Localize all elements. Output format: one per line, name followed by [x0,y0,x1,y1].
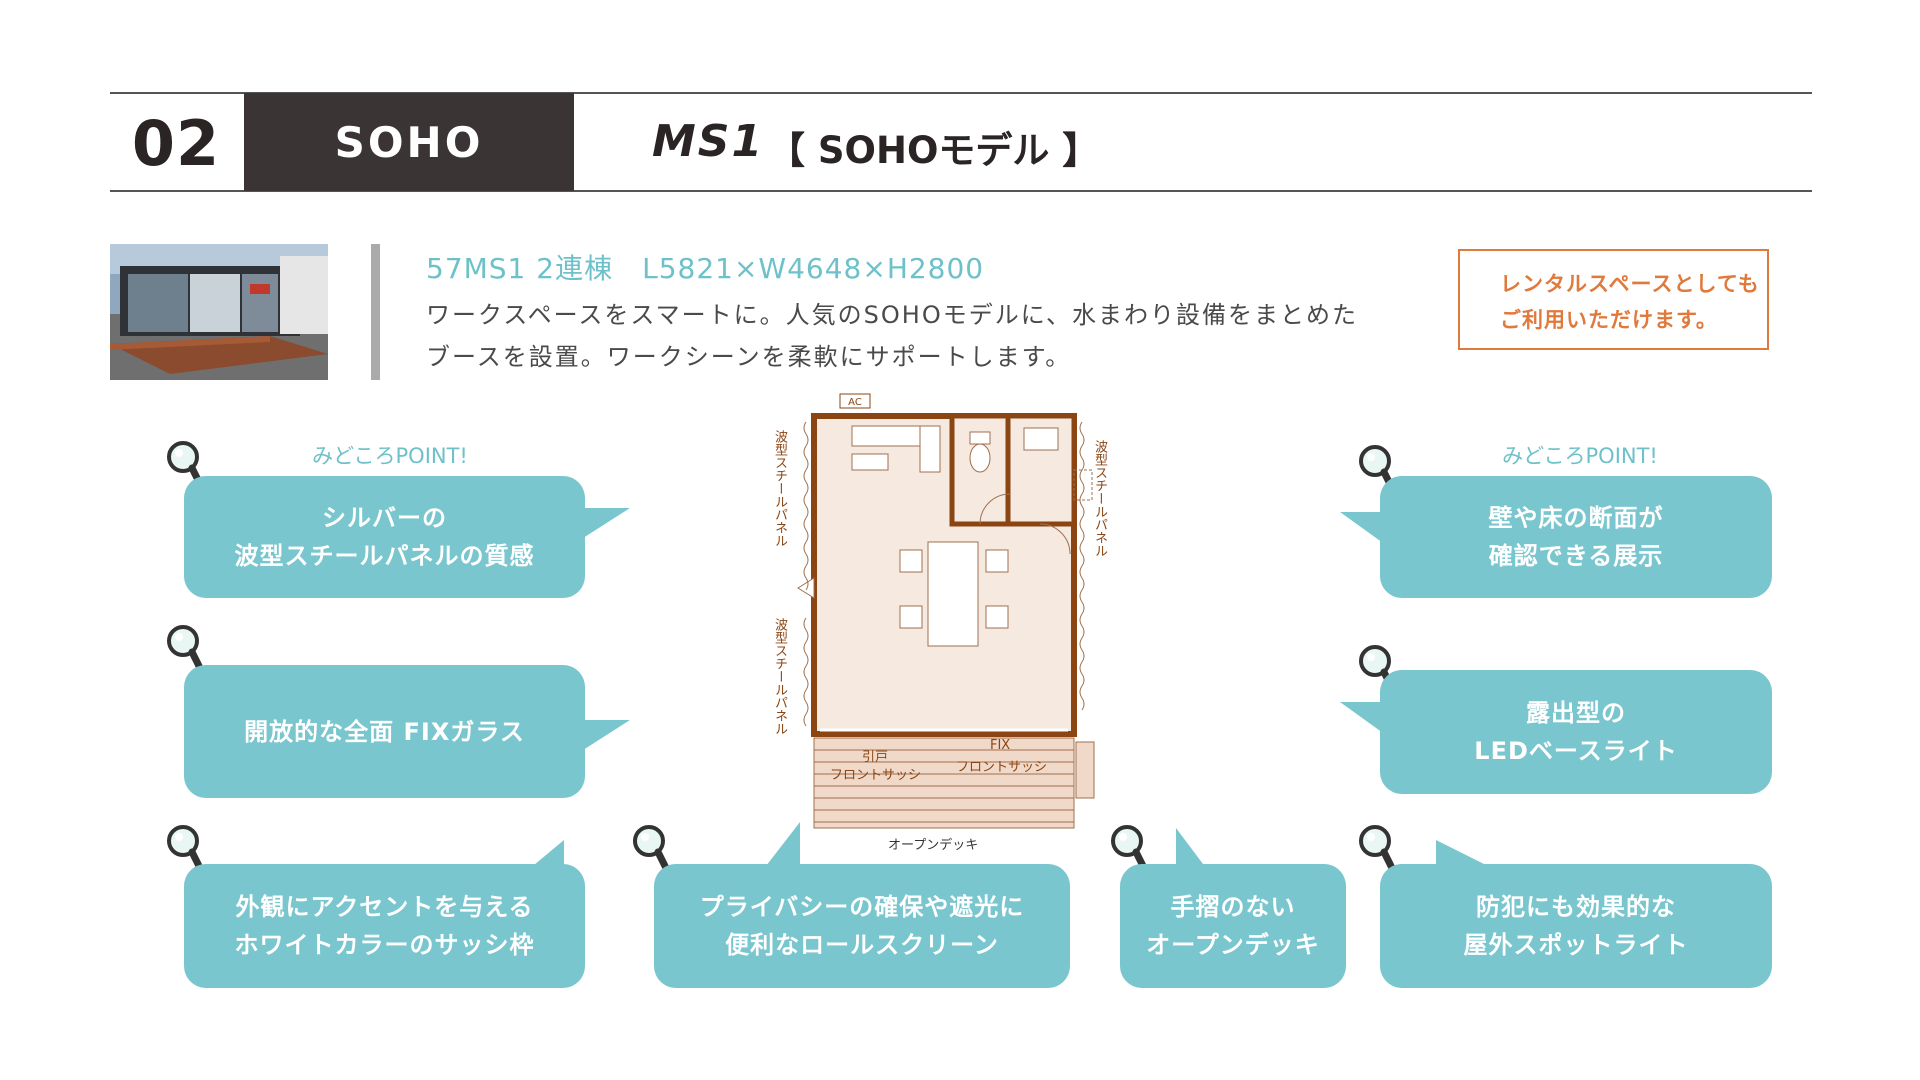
point-text: 壁や床の断面が [1488,504,1664,532]
point-cross-section: 壁や床の断面が 確認できる展示 [1380,476,1772,598]
point-text: 屋外スポットライト [1463,931,1689,959]
section-name: SOHO [244,93,574,191]
fix-label: FIX [990,738,1011,753]
point-text: 外観にアクセントを与える [235,893,534,921]
bubble-tail [1176,828,1206,868]
panel-label-right: 波型スチールパネル [1092,440,1107,557]
point-text: LEDベースライト [1474,737,1678,765]
model-code: MS1 [652,116,765,167]
point-text: 露出型の [1525,699,1626,727]
point-text: 便利なロールスクリーン [725,931,999,959]
header-top-rule [110,92,1812,94]
description-line-1: ワークスペースをスマートに。人気のSOHOモデルに、水まわり設備をまとめた [426,301,1359,329]
fix-sash-label: フロントサッシ [956,760,1048,775]
point-text: 開放的な全面 FIXガラス [244,717,525,746]
header-bottom-rule [110,190,1812,192]
panel-label-left-bottom: 波型スチールパネル [772,618,787,735]
sliding-door-label: 引戸 [862,750,889,765]
bubble-tail [580,720,630,752]
deck-label: オープンデッキ [888,838,979,853]
point-sash-frame: 外観にアクセントを与える ホワイトカラーのサッシ枠 [184,864,585,988]
point-label-left: みどころPOINT! [312,444,468,468]
ac-label: AC [848,397,862,408]
description: ワークスペースをスマートに。人気のSOHOモデルに、水まわり設備をまとめた ブー… [426,294,1406,378]
point-text: ホワイトカラーのサッシ枠 [234,931,535,959]
point-text: プライバシーの確保や遮光に [699,893,1025,921]
sliding-sash-label: フロントサッシ [830,768,922,783]
bubble-tail [766,822,800,866]
rental-note-line-1: レンタルスペースとしても [1500,272,1760,296]
point-open-deck: 手摺のない オープンデッキ [1120,864,1346,988]
bubble-tail [1436,840,1496,870]
point-text: オープンデッキ [1146,931,1320,959]
panel-label-left-top: 波型スチールパネル [772,430,787,547]
spec-text: 57MS1 2連棟 L5821×W4648×H2800 [426,252,985,285]
rental-note-box: レンタルスペースとしても ご利用いただけます。 [1458,249,1769,350]
point-text: シルバーの [322,504,447,532]
floor-plan: AC [760,392,1107,862]
point-silver-panel: シルバーの 波型スチールパネルの質感 [184,476,585,598]
description-line-2: ブースを設置。ワークシーンを柔軟にサポートします。 [426,343,1072,371]
section-number: 02 [131,106,221,180]
point-label-right: みどころPOINT! [1502,444,1658,468]
point-text: 確認できる展示 [1488,542,1664,570]
point-fix-glass: 開放的な全面 FIXガラス [184,665,585,798]
point-text: 防犯にも効果的な [1476,893,1676,921]
point-spotlight: 防犯にも効果的な 屋外スポットライト [1380,864,1772,988]
magnifier-icon [167,825,206,876]
rental-note-line-2: ご利用いただけます。 [1500,308,1718,332]
point-roll-screen: プライバシーの確保や遮光に 便利なロールスクリーン [654,864,1070,988]
point-text: 波型スチールパネルの質感 [234,542,535,570]
model-name: 【 SOHOモデル 】 [768,129,1100,172]
exterior-photo [110,244,328,380]
point-led-light: 露出型の LEDベースライト [1380,670,1772,794]
bubble-tail [1340,702,1390,738]
bubble-tail [1340,512,1390,548]
bubble-tail [580,508,630,540]
bubble-tail [528,840,564,870]
intro-divider [371,244,380,380]
point-text: 手摺のない [1170,893,1296,921]
